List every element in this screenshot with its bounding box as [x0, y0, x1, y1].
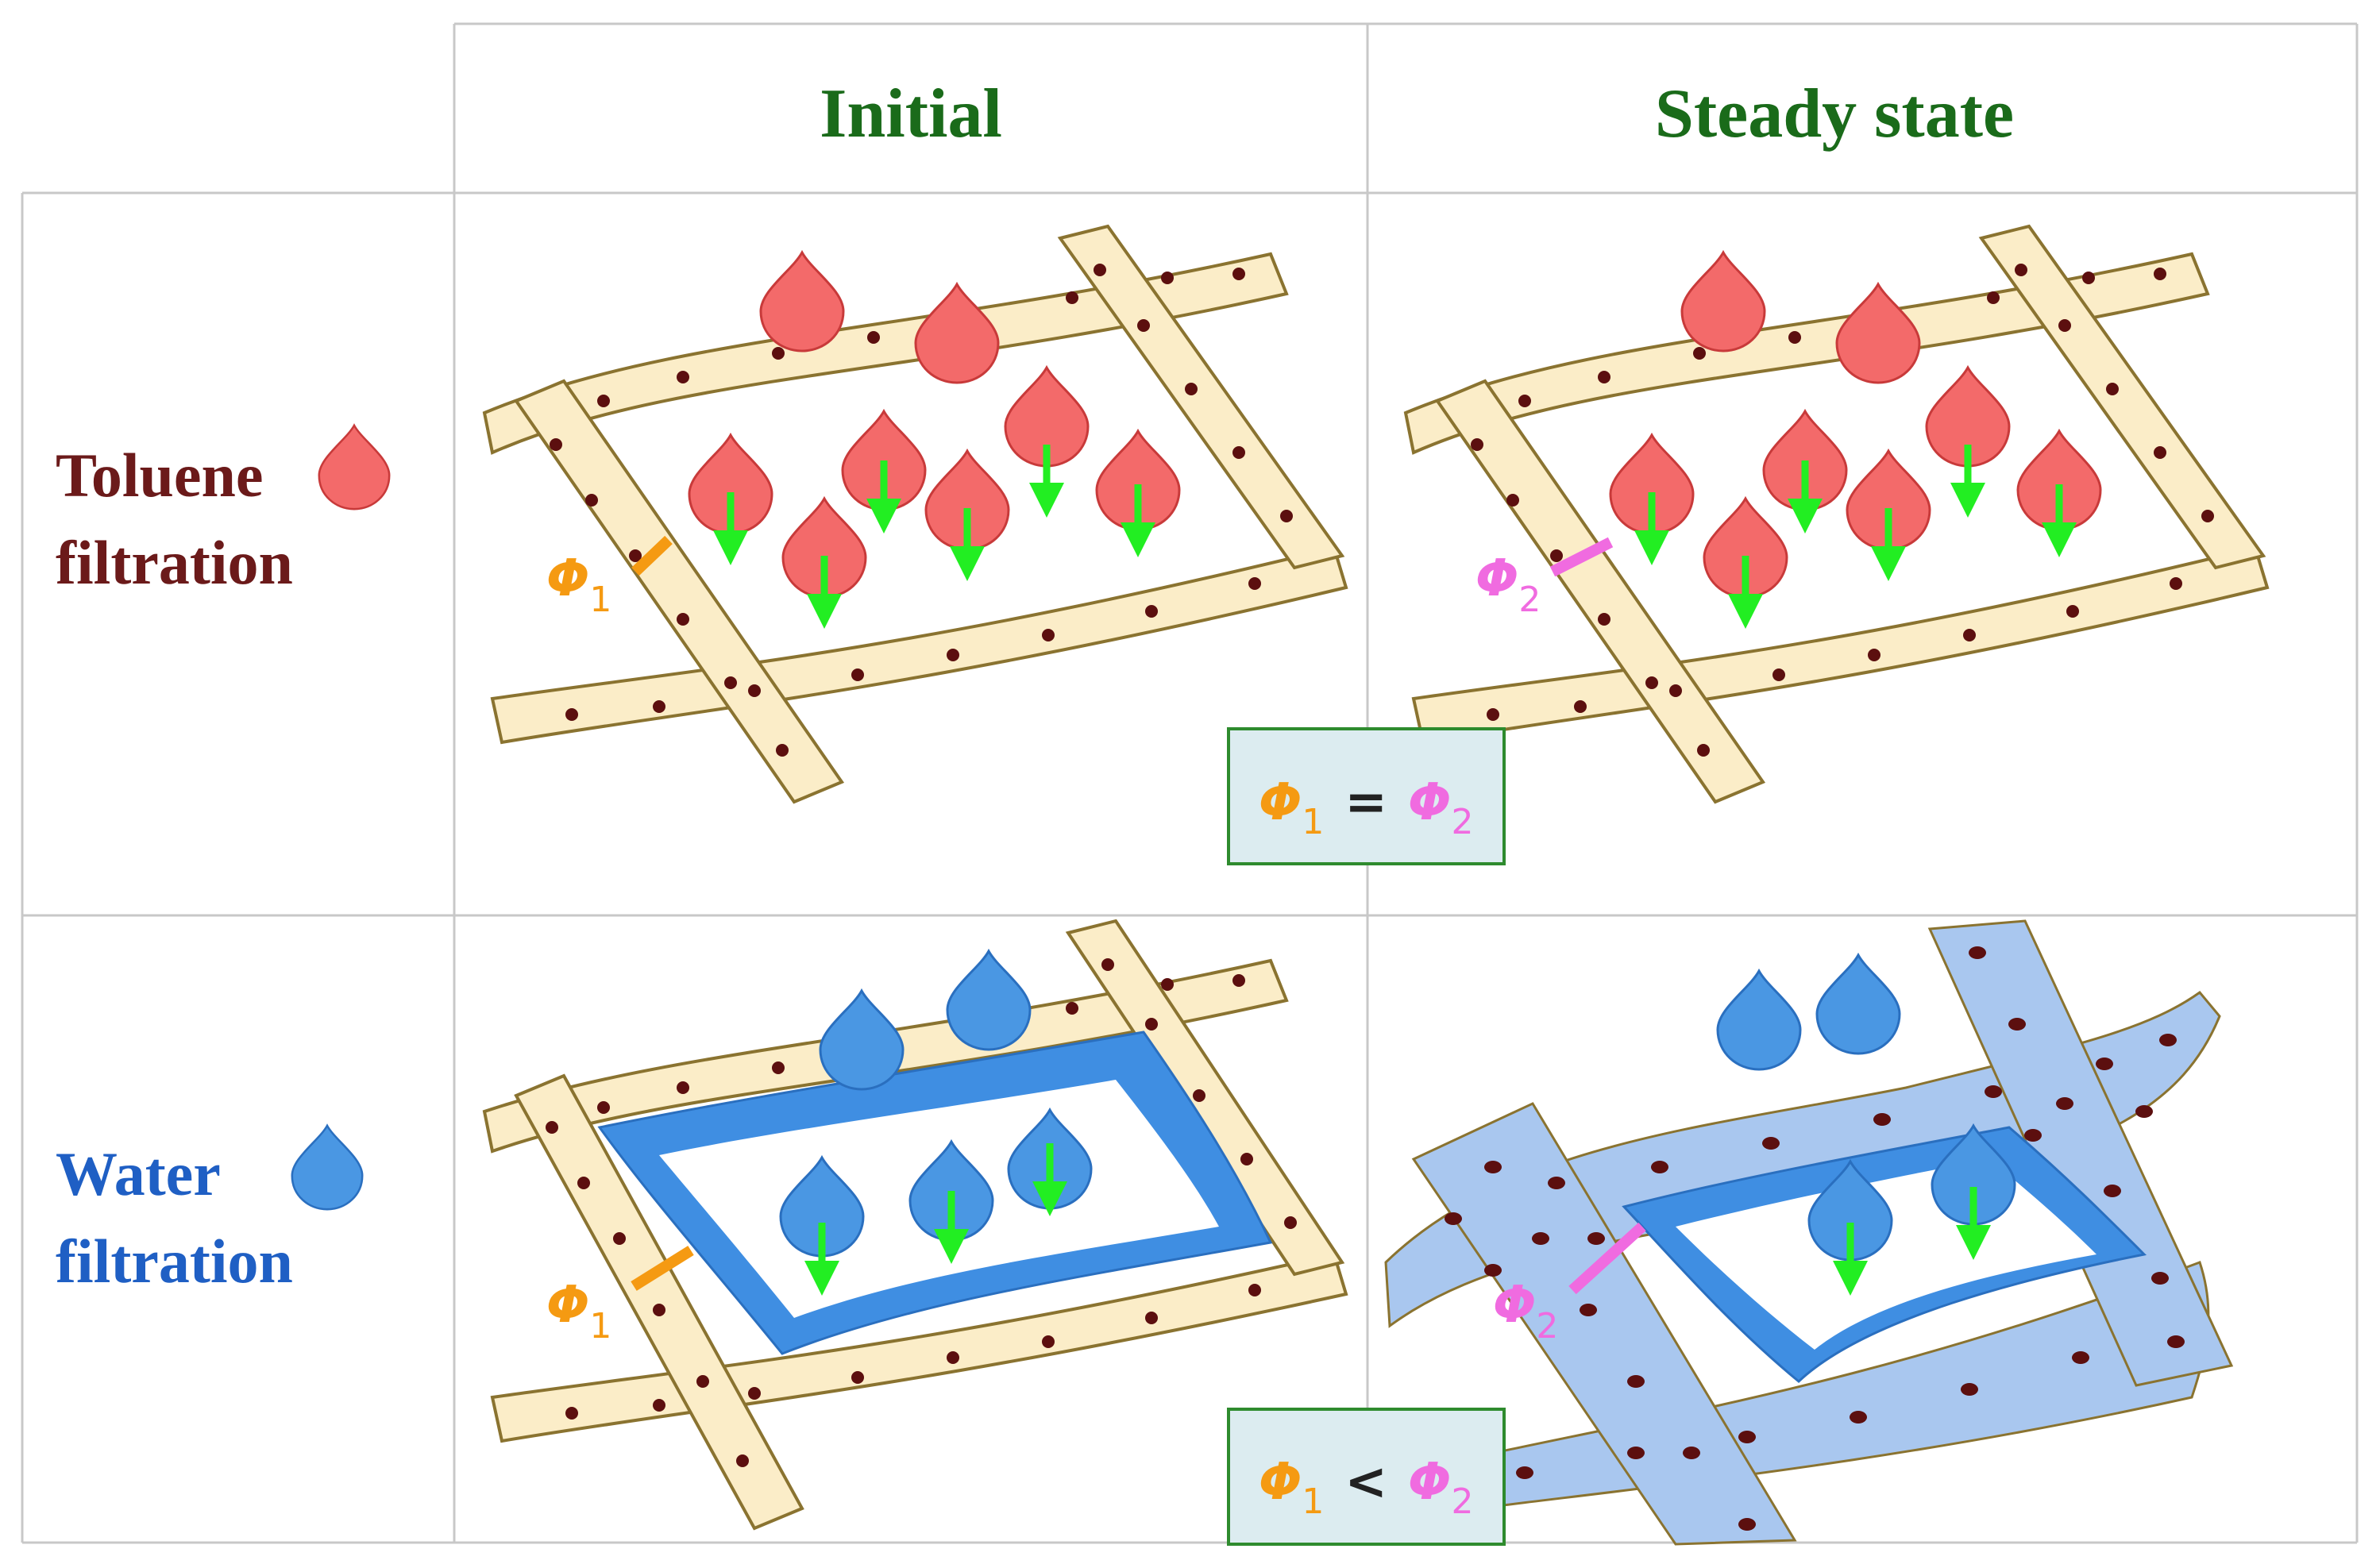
toluene-label-line1: Toluene	[56, 441, 264, 510]
flow-arrows	[713, 445, 1155, 629]
comparison-box-less: Φ1<Φ2	[1227, 1408, 1506, 1546]
water-label-line2: filtration	[56, 1227, 293, 1296]
panel-water-initial: Φ1	[482, 919, 1348, 1531]
panel-water-steady: Φ2	[1384, 919, 2234, 1546]
row-label-water: Water filtration	[56, 1124, 364, 1296]
phi1-label: Φ1	[546, 549, 611, 620]
flow-arrows	[1634, 445, 2077, 629]
row-label-toluene: Toluene filtration	[56, 424, 391, 597]
phi2-label: Φ2	[1493, 1276, 1558, 1346]
pore-size-marker-phi2	[1549, 537, 1614, 577]
fiber-mesh	[482, 224, 1348, 804]
water-drop-icon	[291, 1124, 364, 1211]
header-initial: Initial	[820, 75, 1002, 152]
fiber-mesh	[1403, 224, 2270, 804]
comparison-equal-text: Φ1=Φ2	[1259, 773, 1473, 842]
toluene-label-line2: filtration	[56, 528, 293, 597]
water-label-line1: Water	[56, 1139, 221, 1208]
pore-size-marker-phi2	[1568, 1222, 1646, 1295]
fiber-dots	[1445, 946, 2185, 1531]
table-grid	[21, 22, 2359, 1544]
fiber-dots	[1471, 264, 2214, 757]
fiber-dots	[550, 264, 1293, 757]
header-steady-state: Steady state	[1655, 75, 2014, 152]
toluene-drop-icon	[318, 424, 391, 510]
phi1-label: Φ1	[546, 1276, 611, 1346]
pore-size-marker-phi1	[631, 1246, 694, 1291]
panel-toluene-steady: Φ2	[1403, 224, 2270, 804]
panel-toluene-initial: Φ1	[482, 224, 1348, 804]
comparison-less-text: Φ1<Φ2	[1259, 1453, 1473, 1522]
comparison-box-equal: Φ1=Φ2	[1227, 727, 1506, 865]
pore-size-marker-phi1	[631, 535, 673, 576]
phi2-label: Φ2	[1475, 549, 1541, 620]
